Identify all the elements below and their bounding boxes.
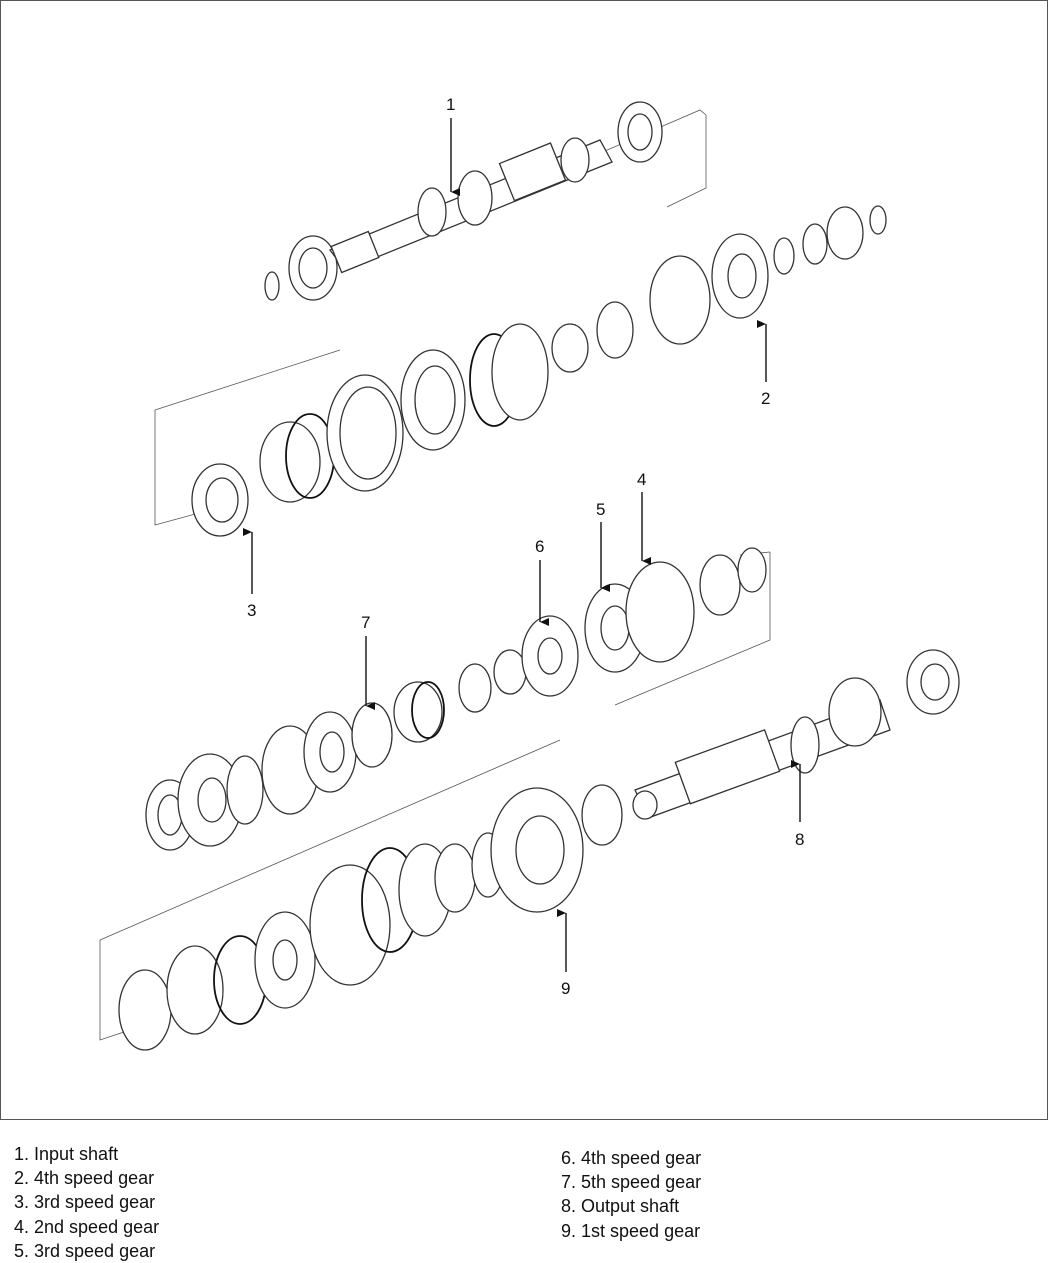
legend-item: 2. 4th speed gear <box>14 1168 155 1189</box>
legend-item: 8. Output shaft <box>561 1196 680 1217</box>
legend-right-column: 6. 4th speed gear 7. 5th speed gear 8. O… <box>561 1146 701 1243</box>
input-shaft-assembly <box>264 101 663 301</box>
fifth-gear-assembly <box>145 547 767 851</box>
callout-numbers: 1 2 3 4 5 6 7 8 9 <box>247 95 804 998</box>
legend-item: 4. 2nd speed gear <box>14 1216 160 1237</box>
legend-item: 1. Input shaft <box>14 1144 119 1164</box>
callout-1: 1 <box>446 95 455 114</box>
legend-left-column: 1. Input shaft 2. 4th speed gear 3. 3rd … <box>14 1142 159 1263</box>
callout-7: 7 <box>361 613 370 632</box>
legend-item: 7. 5th speed gear <box>561 1172 702 1193</box>
legend-item: 9. 1st speed gear <box>561 1220 701 1241</box>
callout-6: 6 <box>535 537 544 556</box>
output-shaft-assembly <box>118 649 960 1051</box>
callout-2: 2 <box>761 389 770 408</box>
legend-item: 3. 3rd speed gear <box>14 1192 156 1213</box>
legend-item: 6. 4th speed gear <box>561 1148 702 1168</box>
callout-9: 9 <box>561 979 570 998</box>
callout-8: 8 <box>795 830 804 849</box>
legend-item: 5. 3rd speed gear <box>14 1240 156 1261</box>
callout-5: 5 <box>596 500 605 519</box>
exploded-gear-diagram: 1 2 3 4 5 6 7 8 9 <box>99 95 960 1051</box>
callout-3: 3 <box>247 601 256 620</box>
callout-4: 4 <box>637 470 646 489</box>
fourth-gear-assembly <box>191 205 887 537</box>
callout-arrows <box>243 118 801 972</box>
diagram-frame <box>0 0 1048 1120</box>
guide-lines <box>99 109 771 1041</box>
